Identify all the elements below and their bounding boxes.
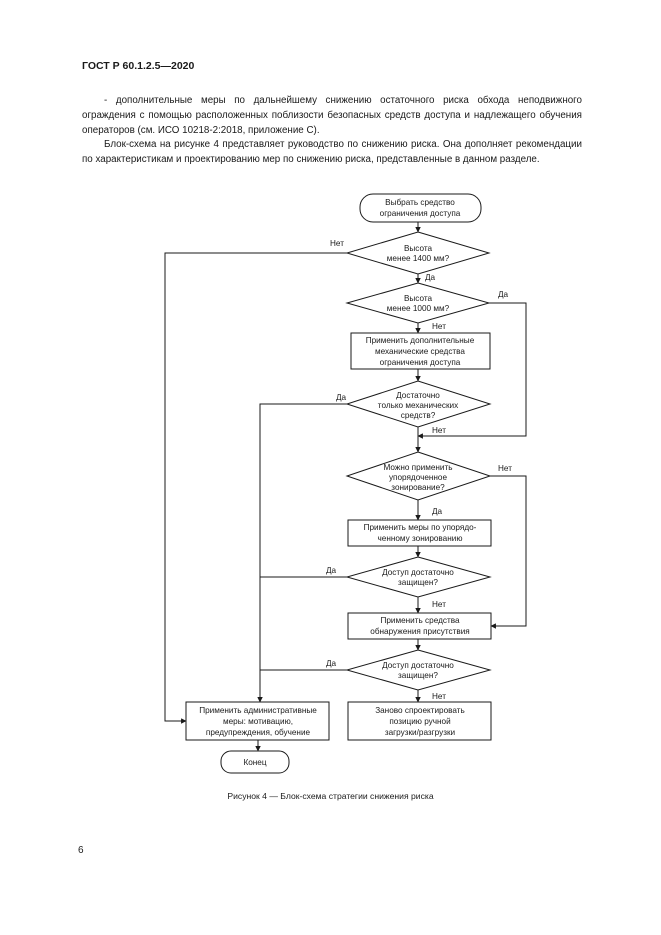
box-zoning-text-2: ченному зонированию	[378, 534, 463, 543]
decision-height-1000-shape	[345, 282, 491, 324]
label-yes-access1: Да	[326, 566, 337, 575]
label-yes-1400: Да	[425, 273, 436, 282]
start-text-1: Выбрать средство	[385, 198, 455, 207]
label-yes-access2: Да	[326, 659, 337, 668]
decision-access-2-shape	[345, 649, 492, 691]
label-yes-1000: Да	[498, 290, 509, 299]
decision-access2-text-1: Доступ достаточно	[382, 661, 454, 670]
decision-zoning-text-1: Можно применить	[383, 463, 452, 472]
label-no-zoning: Нет	[498, 464, 512, 473]
start-text-2: ограничения доступа	[380, 209, 461, 218]
figure-caption: Рисунок 4 — Блок-схема стратегии снижени…	[227, 791, 434, 801]
end-text: Конец	[243, 758, 266, 767]
start-terminal	[359, 193, 482, 223]
label-no-mech: Нет	[432, 426, 446, 435]
box-extra-mech-text-3: ограничения доступа	[380, 358, 461, 367]
box-extra-mech-text-1: Применить дополнительные	[366, 336, 475, 345]
label-no-1400: Нет	[330, 239, 344, 248]
decision-access2-text-2: защищен?	[398, 671, 438, 680]
decision-mech-text-3: средств?	[401, 411, 436, 420]
decision-1000-text-2: менее 1000 мм?	[387, 304, 450, 313]
paragraph-2: Блок-схема на рисунке 4 представляет рук…	[82, 139, 582, 165]
box-redesign-text-1: Заново спроектировать	[375, 706, 465, 715]
decision-access1-text-2: защищен?	[398, 578, 438, 587]
box-presence-text-1: Применить средства	[380, 616, 459, 625]
decision-1000-text-1: Высота	[404, 294, 433, 303]
paragraph-1: - дополнительные меры по дальнейшему сни…	[82, 95, 582, 136]
box-admin-text-1: Применить административные	[199, 706, 317, 715]
box-admin-text-2: меры: мотивацию,	[223, 717, 293, 726]
label-no-1000: Нет	[432, 322, 446, 331]
box-admin-text-3: предупреждения, обучение	[206, 728, 311, 737]
box-zoning-text-1: Применить меры по упорядо-	[364, 523, 477, 532]
label-yes-zoning: Да	[432, 507, 443, 516]
decision-access-1-shape	[345, 556, 492, 598]
document-id: ГОСТ Р 60.1.2.5—2020	[82, 60, 195, 72]
box-presence-text-2: обнаружения присутствия	[370, 627, 469, 636]
decision-access1-text-1: Доступ достаточно	[382, 568, 454, 577]
decision-zoning-text-2: упорядоченное	[389, 473, 448, 482]
decision-zoning-text-3: зонирование?	[391, 483, 445, 492]
decision-height-1400-shape	[345, 231, 491, 275]
page-number: 6	[78, 845, 84, 856]
decision-mech-text-1: Достаточно	[396, 391, 440, 400]
box-extra-mech-shape	[350, 332, 491, 370]
end-terminal	[220, 750, 290, 774]
box-redesign-text-2: позицию ручной	[389, 717, 450, 726]
box-extra-mech-text-2: механические средства	[375, 347, 465, 356]
decision-mech-text-2: только механических	[378, 401, 458, 410]
label-yes-mech: Да	[336, 393, 347, 402]
decision-1400-text-2: менее 1400 мм?	[387, 254, 450, 263]
box-redesign-text-3: загрузки/разгрузки	[385, 728, 455, 737]
box-zoning-shape	[347, 519, 492, 547]
label-no-access2: Нет	[432, 692, 446, 701]
decision-1400-text-1: Высота	[404, 244, 433, 253]
label-no-access1: Нет	[432, 600, 446, 609]
